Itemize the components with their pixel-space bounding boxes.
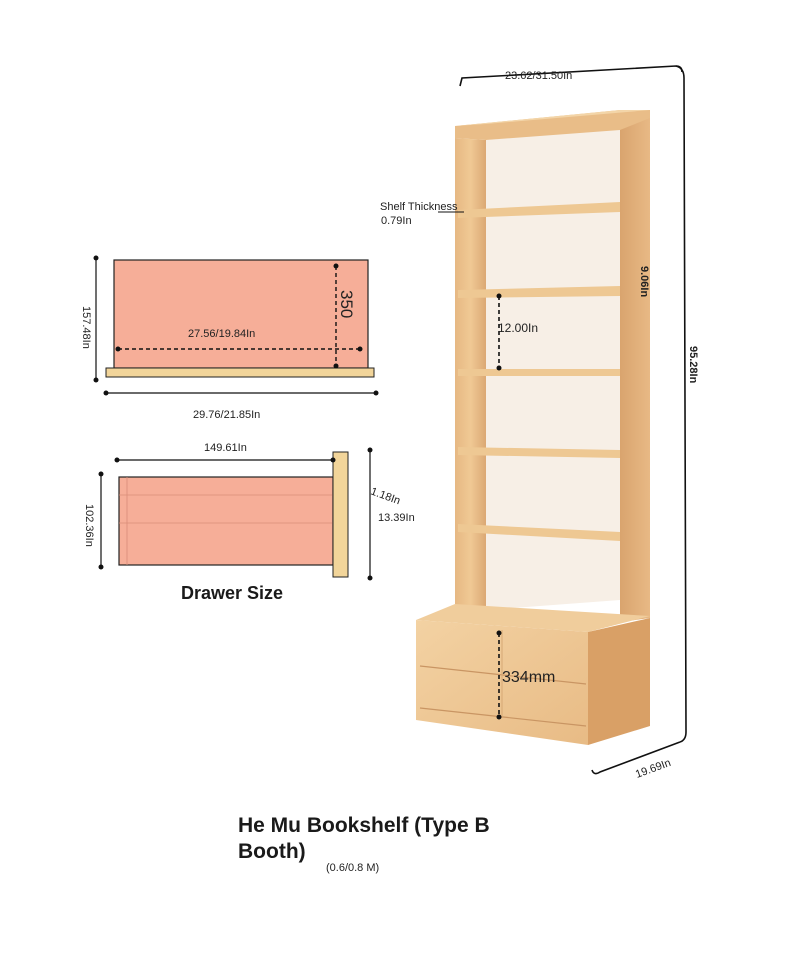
depth-label: 19.69In — [634, 757, 673, 781]
right-side-panel — [620, 110, 650, 622]
bookshelf-illustration — [416, 110, 650, 745]
front-width-label: 29.76/21.85In — [193, 409, 260, 421]
cabinet-side — [588, 618, 650, 745]
depth-line — [591, 741, 681, 775]
total-height-label: 95.28In — [687, 346, 699, 384]
drawer-front-base — [105, 367, 375, 378]
drawer-front-box — [113, 259, 369, 369]
side-length-label: 149.61In — [204, 442, 247, 454]
cabinet-top — [416, 604, 650, 632]
depth-mm-label: 350 — [337, 290, 356, 318]
drawer-side-view — [98, 447, 373, 581]
front-height-label: 157.48In — [80, 306, 92, 349]
drawer-height-label: 334mm — [502, 669, 555, 686]
shelf-thickness-label: Shelf Thickness — [380, 201, 458, 213]
shelves — [458, 202, 620, 541]
shelf-spacing-label: 12.00In — [498, 321, 538, 335]
shelf — [458, 447, 620, 458]
shelf-thickness-value: 0.79In — [381, 215, 412, 227]
drawer-side-box — [118, 476, 334, 566]
top-gap-label: 9.06In — [638, 266, 650, 297]
panel-height-label: 13.39In — [378, 512, 415, 524]
total-height-line — [675, 65, 687, 743]
top-board — [455, 110, 650, 140]
shelf — [458, 524, 620, 541]
drawer-front-panel — [332, 451, 349, 578]
inner-width-label: 27.56/19.84In — [188, 328, 255, 340]
top-width-label: 23.62/31.50In — [505, 70, 572, 82]
shelf — [458, 369, 620, 376]
drawer-size-caption: Drawer Size — [181, 583, 284, 603]
product-subtitle: (0.6/0.8 M) — [326, 862, 380, 874]
product-title: He Mu Bookshelf (Type B Booth) — [238, 814, 490, 863]
drawer-front-view — [93, 255, 379, 396]
shelf — [458, 202, 620, 218]
panel-thickness-label: 1.18In — [369, 486, 402, 508]
bookshelf-dimensions — [438, 65, 687, 775]
side-height-label: 102.36In — [83, 504, 95, 547]
